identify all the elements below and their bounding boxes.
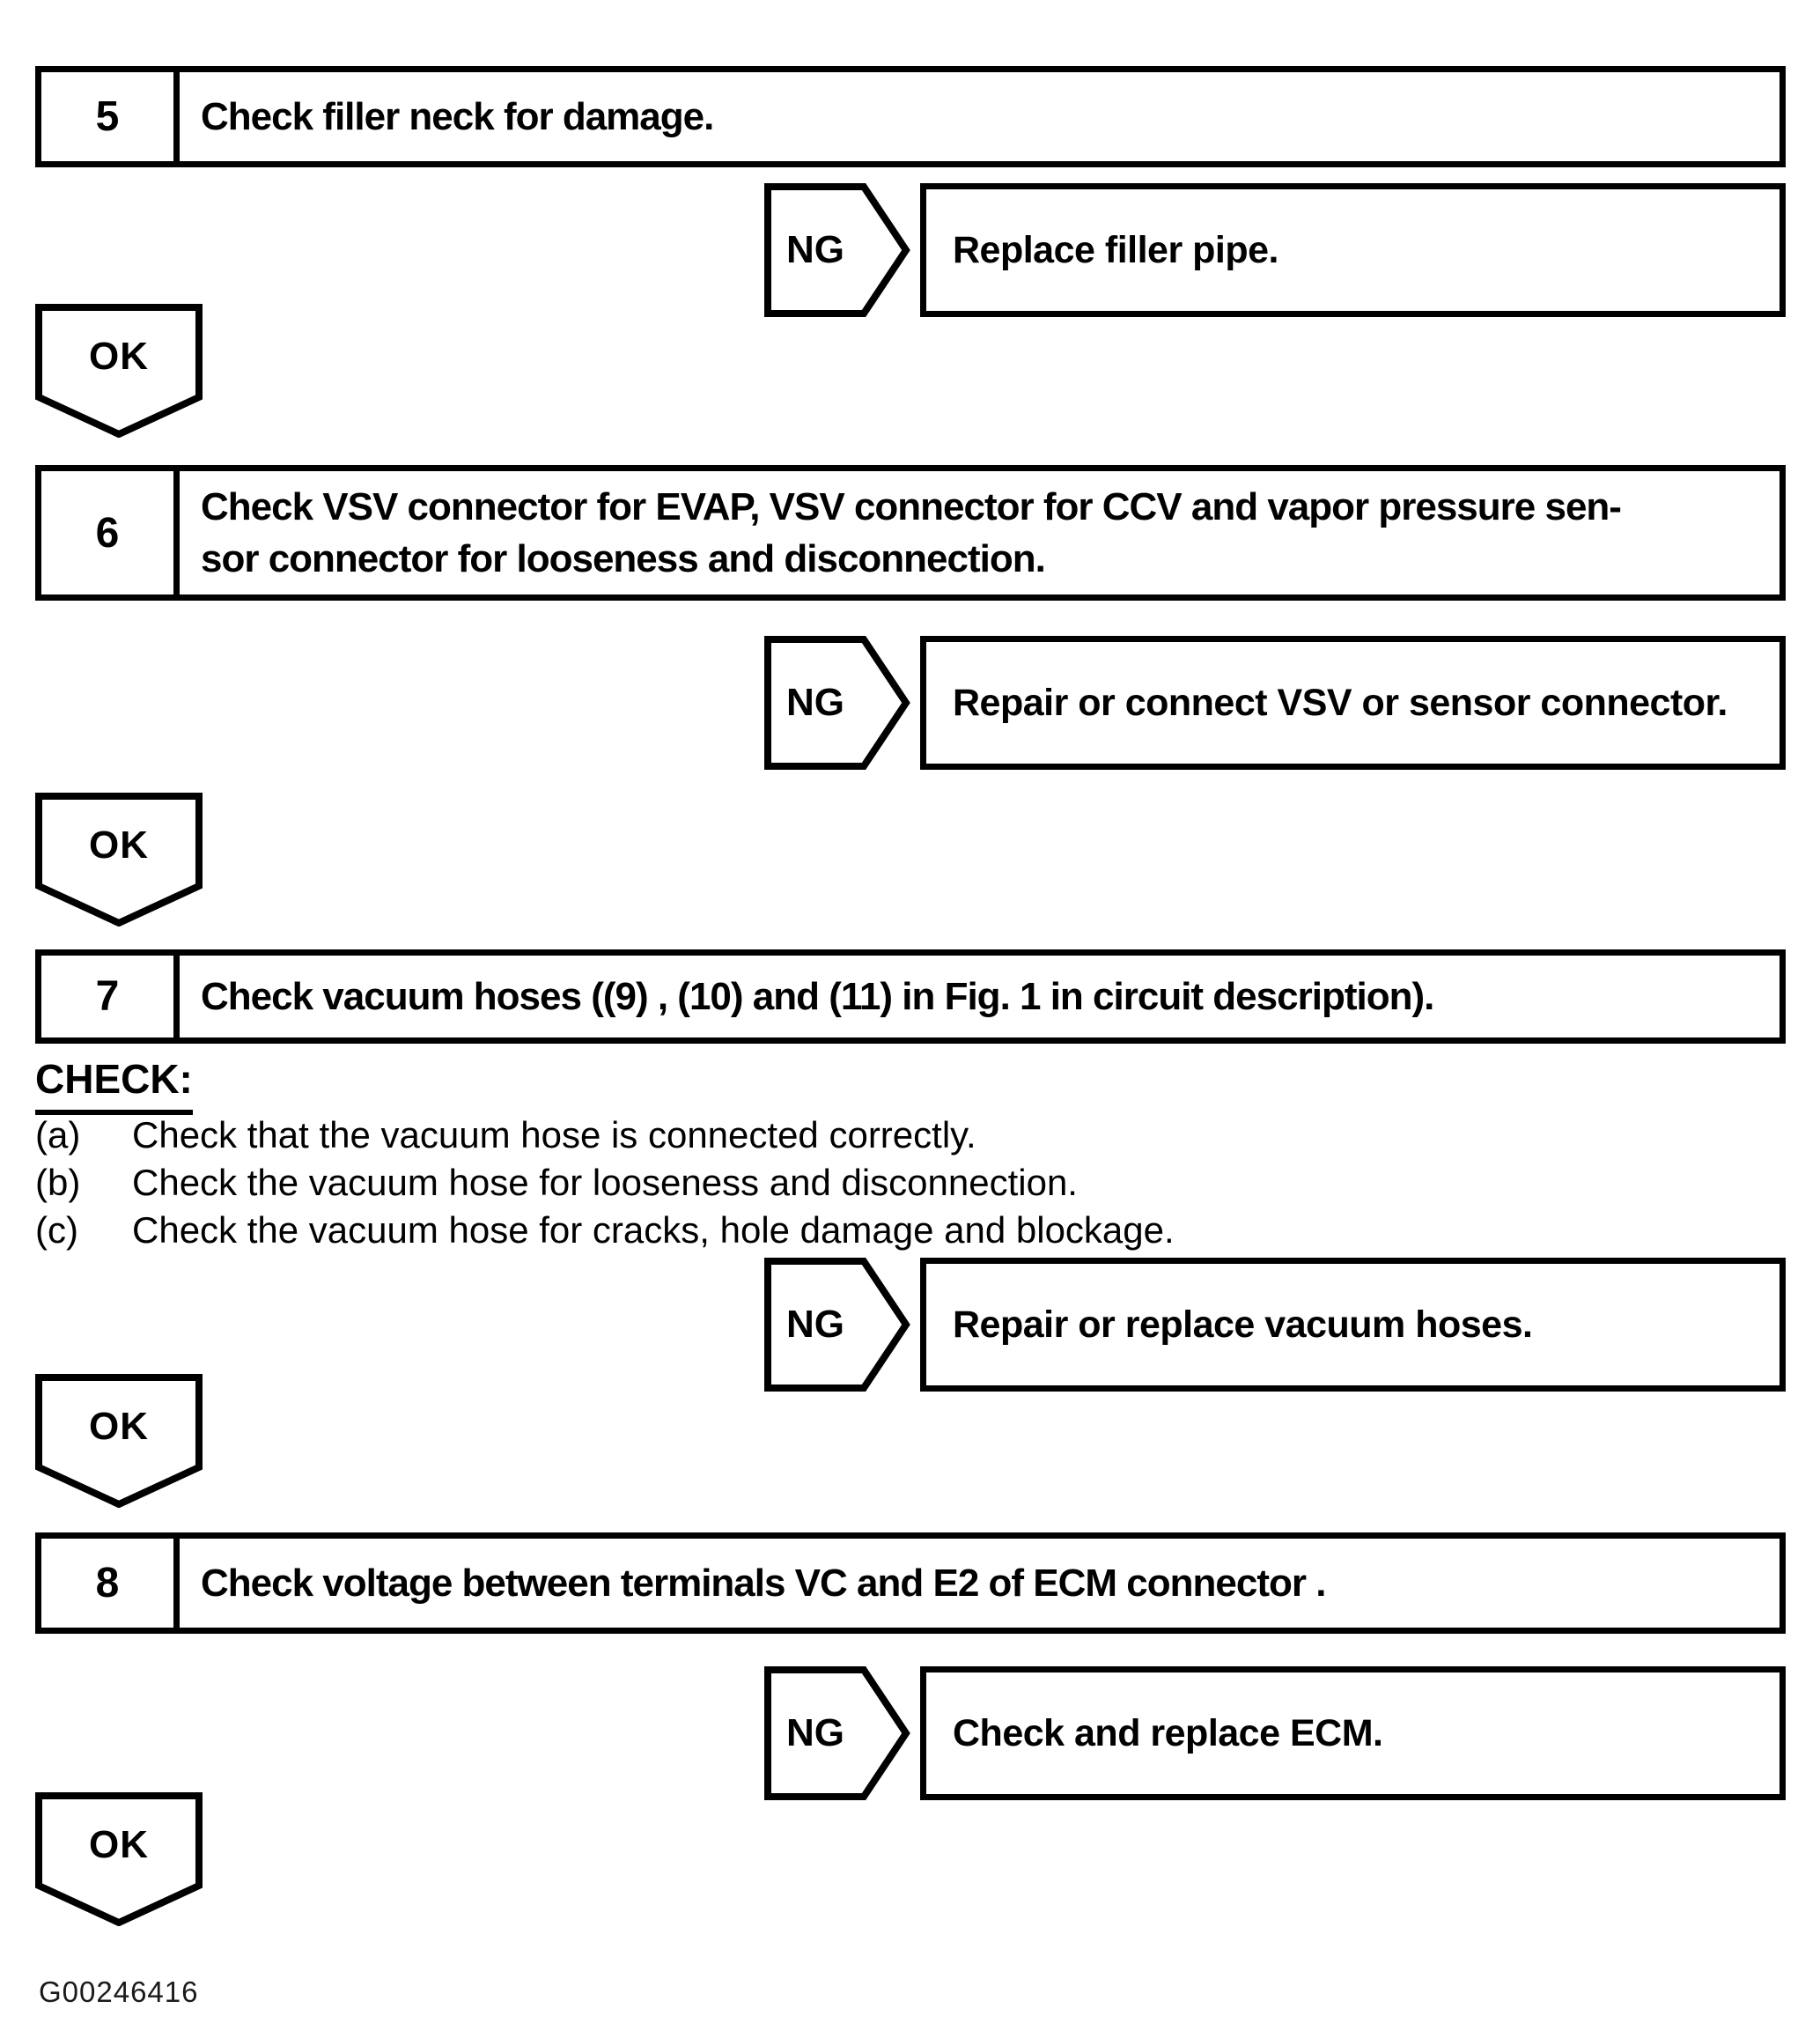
check-item-label: (b) bbox=[35, 1162, 81, 1203]
step-number: 6 bbox=[41, 471, 180, 594]
ok-connector-step-5: OK bbox=[35, 304, 203, 438]
check-item-label: (a) bbox=[35, 1114, 81, 1156]
ng-arrow-icon bbox=[764, 1258, 910, 1392]
ok-arrow-icon bbox=[35, 1374, 203, 1508]
step-number: 5 bbox=[41, 72, 180, 161]
check-item-text: Check the vacuum hose for looseness and … bbox=[132, 1162, 1078, 1203]
check-item-label: (c) bbox=[35, 1209, 78, 1251]
ok-label: OK bbox=[89, 335, 149, 378]
ok-arrow-icon bbox=[35, 793, 203, 927]
check-item-c: (c) Check the vacuum hose for cracks, ho… bbox=[35, 1209, 1708, 1252]
ok-arrow-icon bbox=[35, 1792, 203, 1926]
step-instruction-line: sor connector for looseness and disconne… bbox=[201, 537, 1046, 580]
ok-label: OK bbox=[89, 823, 149, 867]
ng-action-box-step-5: Replace filler pipe. bbox=[920, 183, 1786, 317]
ok-arrow-icon bbox=[35, 304, 203, 438]
ok-label: OK bbox=[89, 1405, 149, 1448]
check-section-heading: CHECK: bbox=[35, 1055, 193, 1115]
step-instruction-line: Check vacuum hoses ((9) , (10) and (11) … bbox=[201, 974, 1434, 1018]
figure-code: G00246416 bbox=[39, 1975, 199, 2008]
step-box-8: 8 Check voltage between terminals VC and… bbox=[35, 1532, 1786, 1634]
ng-connector-step-7: NG bbox=[764, 1258, 910, 1392]
step-box-6: 6 Check VSV connector for EVAP, VSV conn… bbox=[35, 465, 1786, 601]
step-instruction: Check filler neck for damage. bbox=[180, 72, 1779, 161]
ng-connector-step-5: NG bbox=[764, 183, 910, 317]
ng-label: NG bbox=[786, 228, 844, 271]
step-instruction-line: Check voltage between terminals VC and E… bbox=[201, 1561, 1326, 1605]
ng-action-box-step-6: Repair or connect VSV or sensor connecto… bbox=[920, 636, 1786, 770]
ng-label: NG bbox=[786, 1711, 844, 1754]
step-box-5: 5 Check filler neck for damage. bbox=[35, 66, 1786, 167]
ng-action-text: Replace filler pipe. bbox=[953, 228, 1278, 271]
ok-connector-step-6: OK bbox=[35, 793, 203, 927]
ng-connector-step-8: NG bbox=[764, 1666, 910, 1800]
ng-action-text: Repair or replace vacuum hoses. bbox=[953, 1303, 1533, 1346]
ng-arrow-icon bbox=[764, 636, 910, 770]
step-instruction: Check vacuum hoses ((9) , (10) and (11) … bbox=[180, 956, 1779, 1037]
ok-connector-step-7: OK bbox=[35, 1374, 203, 1508]
step-instruction: Check voltage between terminals VC and E… bbox=[180, 1539, 1779, 1628]
step-number: 7 bbox=[41, 956, 180, 1037]
ng-action-box-step-8: Check and replace ECM. bbox=[920, 1666, 1786, 1800]
ok-connector-step-8: OK bbox=[35, 1792, 203, 1926]
ng-arrow-icon bbox=[764, 183, 910, 317]
ng-action-text: Repair or connect VSV or sensor connecto… bbox=[953, 681, 1728, 724]
step-instruction-line: Check filler neck for damage. bbox=[201, 94, 714, 138]
step-number: 8 bbox=[41, 1539, 180, 1628]
ok-label: OK bbox=[89, 1823, 149, 1866]
step-instruction: Check VSV connector for EVAP, VSV connec… bbox=[180, 471, 1779, 594]
step-box-7: 7 Check vacuum hoses ((9) , (10) and (11… bbox=[35, 949, 1786, 1044]
ng-label: NG bbox=[786, 681, 844, 724]
ng-label: NG bbox=[786, 1303, 844, 1346]
check-item-text: Check the vacuum hose for cracks, hole d… bbox=[132, 1209, 1175, 1251]
ng-arrow-icon bbox=[764, 1666, 910, 1800]
ng-action-text: Check and replace ECM. bbox=[953, 1711, 1383, 1754]
check-item-a: (a) Check that the vacuum hose is connec… bbox=[35, 1114, 1708, 1156]
check-item-b: (b) Check the vacuum hose for looseness … bbox=[35, 1162, 1708, 1204]
step-instruction-line: Check VSV connector for EVAP, VSV connec… bbox=[201, 484, 1622, 528]
ng-connector-step-6: NG bbox=[764, 636, 910, 770]
ng-action-box-step-7: Repair or replace vacuum hoses. bbox=[920, 1258, 1786, 1392]
check-item-text: Check that the vacuum hose is connected … bbox=[132, 1114, 976, 1156]
